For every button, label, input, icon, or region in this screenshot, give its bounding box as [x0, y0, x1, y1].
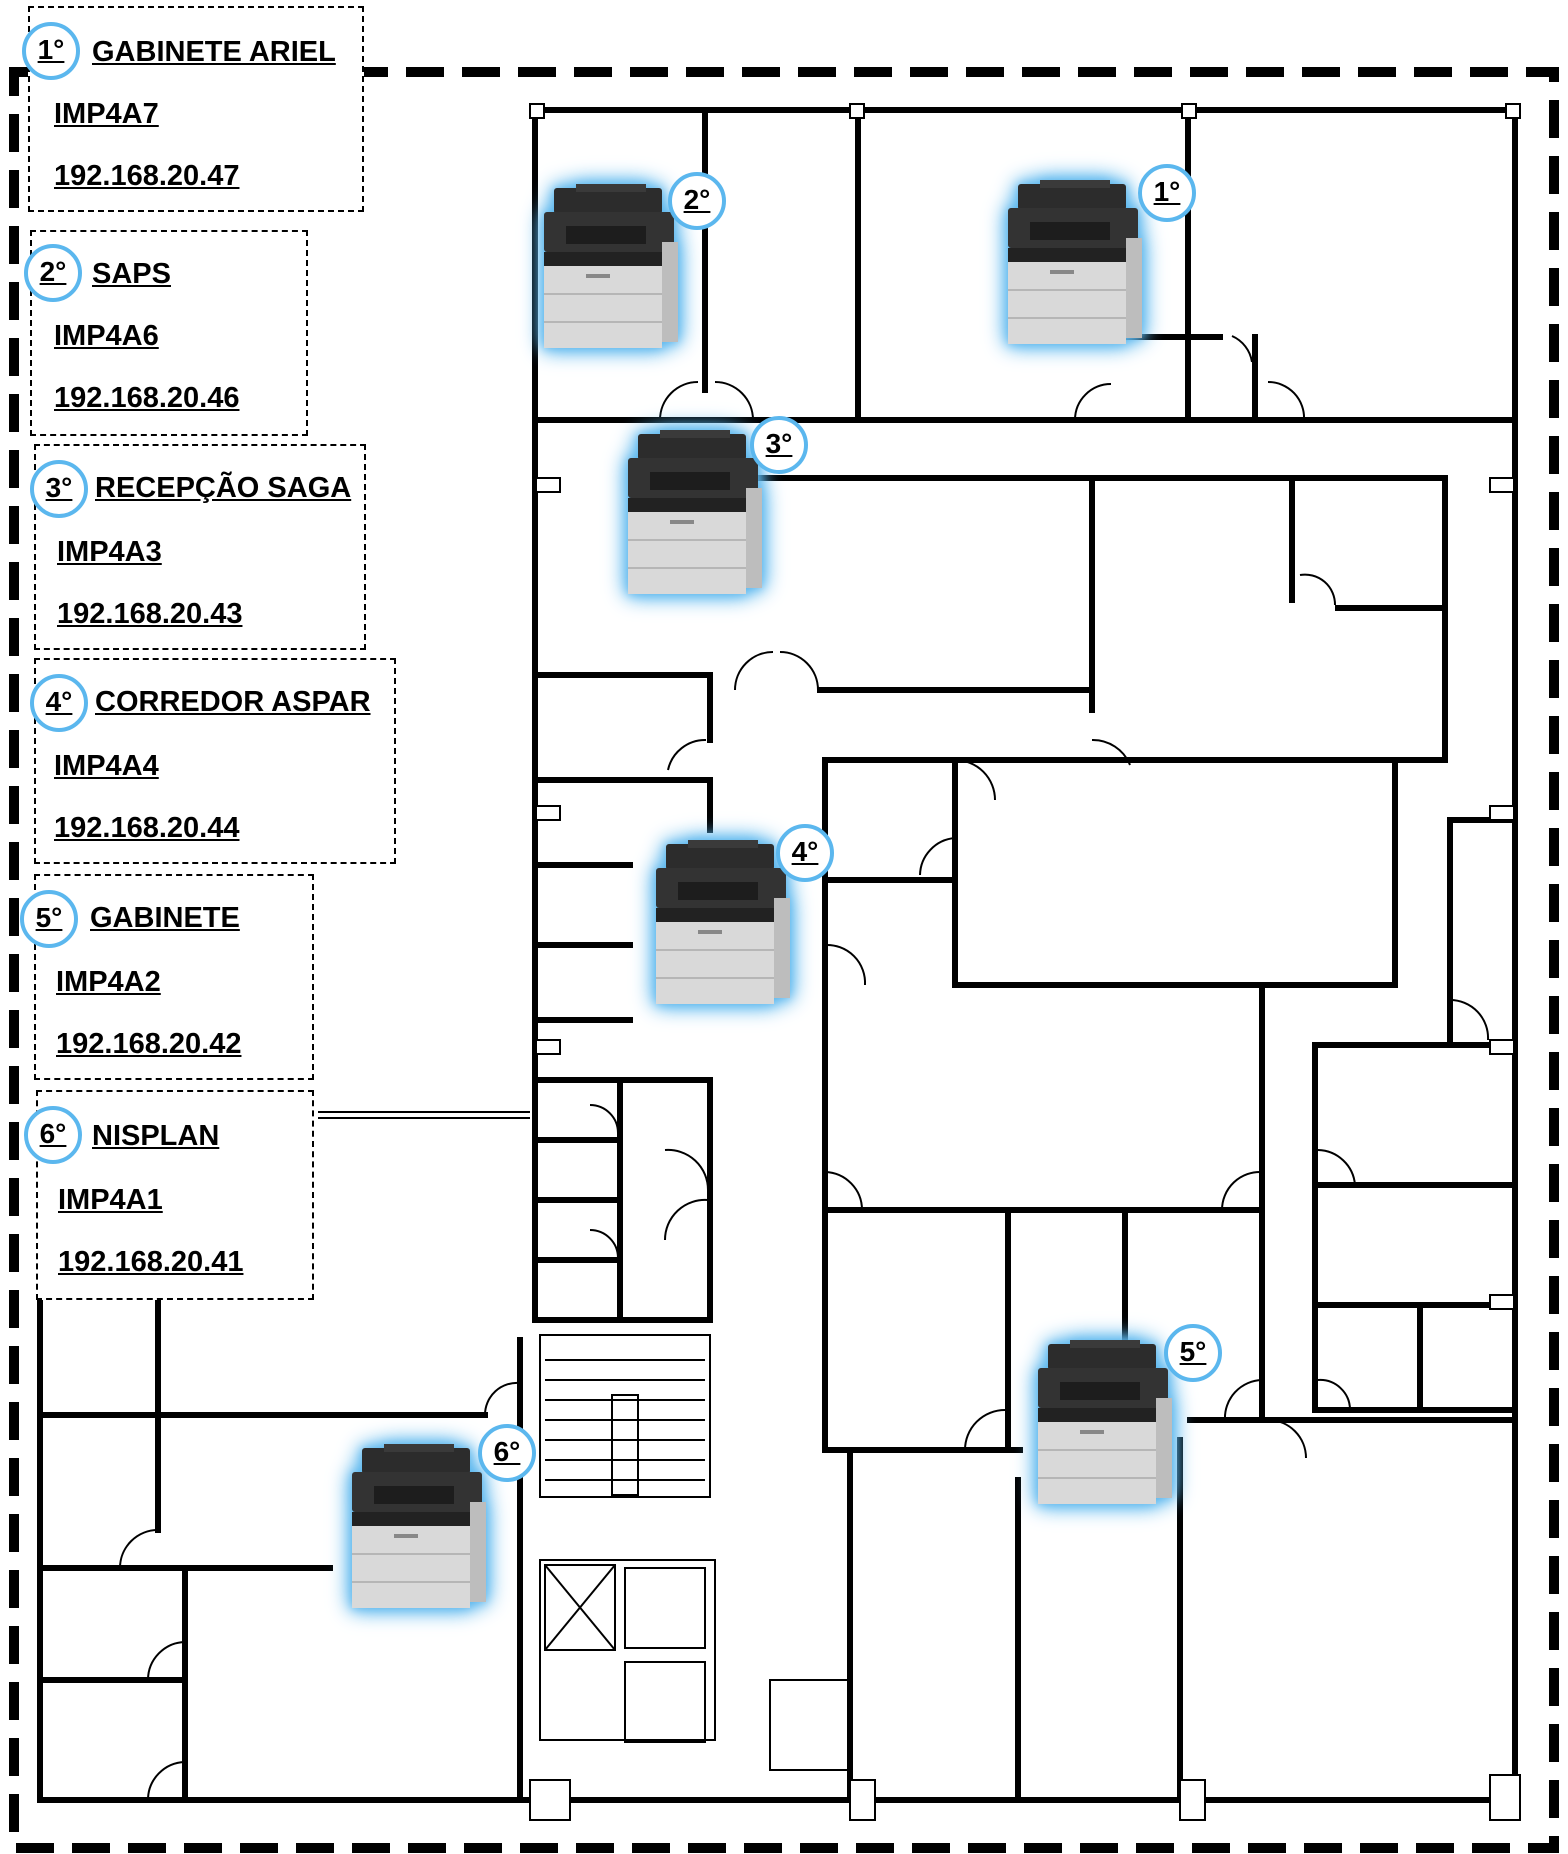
legend-ip: 192.168.20.42 — [56, 1028, 242, 1060]
map-marker-badge: 1° — [1138, 164, 1196, 222]
legend-box-1 — [28, 6, 364, 212]
legend-badge: 3° — [30, 460, 88, 518]
legend-box-5 — [34, 874, 314, 1080]
legend-location: RECEPÇÃO SAGA — [95, 472, 352, 504]
legend-ip: 192.168.20.46 — [54, 382, 240, 414]
legend-ip: 192.168.20.43 — [57, 598, 243, 630]
legend-ip: 192.168.20.41 — [58, 1246, 244, 1278]
legend-badge: 2° — [24, 244, 82, 302]
thin-lines — [318, 200, 716, 1741]
legend-ip: 192.168.20.47 — [54, 160, 240, 192]
map-marker-badge: 2° — [668, 172, 726, 230]
legend-box-6 — [36, 1090, 314, 1300]
legend-printer-id: IMP4A3 — [57, 536, 162, 568]
map-marker-badge: 4° — [776, 824, 834, 882]
map-marker-badge: 5° — [1164, 1324, 1222, 1382]
elevators — [544, 1564, 851, 1771]
legend-ip: 192.168.20.44 — [54, 812, 240, 844]
map-marker-badge: 6° — [478, 1424, 536, 1482]
legend-location: NISPLAN — [92, 1120, 220, 1152]
legend-location: CORREDOR ASPAR — [95, 686, 371, 718]
legend-printer-id: IMP4A4 — [54, 750, 159, 782]
legend-badge: 4° — [30, 674, 88, 732]
legend-printer-id: IMP4A1 — [58, 1184, 163, 1216]
legend-badge: 1° — [22, 22, 80, 80]
walls — [37, 107, 1518, 1803]
map-marker-badge: 3° — [750, 416, 808, 474]
legend-location: GABINETE — [90, 902, 240, 934]
printer-icon[interactable] — [536, 182, 686, 357]
printer-icon[interactable] — [620, 428, 770, 603]
legend-printer-id: IMP4A7 — [54, 98, 159, 130]
legend-box-3 — [34, 444, 366, 650]
columns — [529, 103, 1521, 1821]
legend-location: SAPS — [92, 258, 171, 290]
legend-badge: 6° — [24, 1106, 82, 1164]
legend-badge: 5° — [20, 890, 78, 948]
printer-icon[interactable] — [648, 838, 798, 1013]
printer-icon[interactable] — [344, 1442, 494, 1617]
printer-icon[interactable] — [1030, 1338, 1180, 1513]
legend-printer-id: IMP4A2 — [56, 966, 161, 998]
legend-location: GABINETE ARIEL — [92, 36, 336, 68]
legend-printer-id: IMP4A6 — [54, 320, 159, 352]
legend-box-4 — [34, 658, 396, 864]
stairs — [545, 1359, 705, 1496]
building-boundary — [9, 67, 1559, 1853]
printer-icon[interactable] — [1000, 178, 1150, 353]
door-swings — [119, 335, 1490, 1801]
